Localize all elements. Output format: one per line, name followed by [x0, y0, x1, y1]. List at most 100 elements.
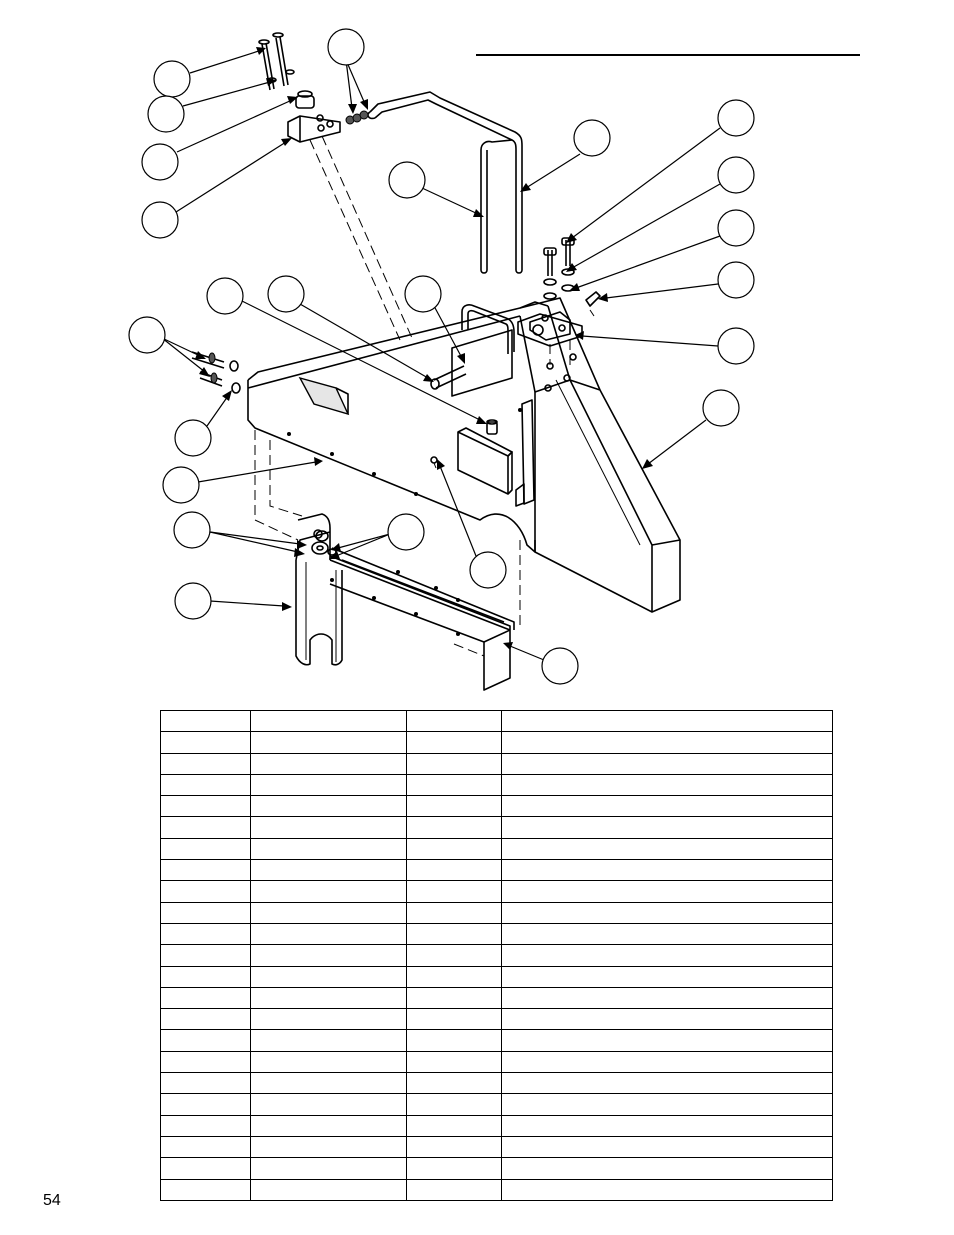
table-cell: [250, 1072, 407, 1095]
callout-bubble: [128, 316, 166, 354]
table-cell: [160, 880, 251, 903]
parts-list-table: [160, 709, 833, 1201]
table-cell: [160, 1135, 251, 1159]
table-cell: [250, 880, 407, 903]
callout-bubble: [147, 95, 185, 133]
alignment-line: [453, 643, 485, 657]
table-cell: [406, 1072, 502, 1095]
table-cell: [160, 944, 251, 967]
lower-window-plate: [457, 427, 513, 495]
table-cell: [501, 1029, 833, 1052]
table-cell: [250, 816, 407, 839]
page-number: 54: [43, 1192, 61, 1209]
table-cell: [250, 922, 407, 946]
alignment-line: [254, 430, 299, 541]
table-cell: [250, 986, 407, 1010]
table-cell: [250, 752, 407, 775]
table-cell: [406, 795, 502, 818]
main-housing: [247, 297, 681, 613]
callout-bubble: [174, 582, 212, 620]
table-cell: [406, 816, 502, 839]
table-cell: [501, 986, 833, 1010]
table-cell: [406, 1008, 502, 1031]
table-cell: [406, 1178, 502, 1201]
table-header-cell: [501, 709, 833, 733]
table-cell: [250, 773, 407, 797]
table-cell: [160, 901, 251, 924]
left-window-plate: [298, 376, 350, 416]
table-cell: [250, 1114, 407, 1137]
table-cell: [160, 816, 251, 839]
callout-bubble: [717, 327, 755, 365]
table-cell: [501, 1008, 833, 1031]
table-row: [160, 1093, 833, 1116]
table-cell: [501, 752, 833, 775]
table-cell: [501, 1072, 833, 1095]
table-header-row: [160, 709, 833, 733]
table-cell: [250, 1135, 407, 1159]
callout-bubble: [702, 389, 740, 427]
table-cell: [501, 1050, 833, 1074]
callout-bubble: [267, 275, 305, 313]
callout-bubble: [717, 99, 755, 137]
table-row: [160, 1008, 833, 1031]
lower-screw: [430, 456, 438, 469]
table-row: [160, 901, 833, 924]
table-cell: [160, 859, 251, 882]
callout-bubble: [717, 261, 755, 299]
table-row: [160, 837, 833, 861]
table-cell: [406, 880, 502, 903]
parts-list-body: [160, 709, 833, 1201]
table-cell: [250, 1093, 407, 1116]
table-row: [160, 922, 833, 946]
table-row: [160, 944, 833, 967]
table-header-cell: [406, 709, 502, 733]
small-knob: [486, 419, 498, 435]
table-row: [160, 816, 833, 839]
table-row: [160, 986, 833, 1010]
table-cell: [160, 731, 251, 754]
table-row: [160, 731, 833, 754]
table-cell: [406, 1114, 502, 1137]
table-cell: [406, 901, 502, 924]
table-cell: [501, 1157, 833, 1180]
table-cell: [406, 1093, 502, 1116]
table-row: [160, 773, 833, 797]
table-cell: [406, 837, 502, 861]
table-cell: [250, 1178, 407, 1201]
table-row: [160, 1072, 833, 1095]
table-cell: [250, 1157, 407, 1180]
table-row: [160, 1157, 833, 1180]
callout-bubble: [388, 161, 426, 199]
table-header-cell: [250, 709, 407, 733]
table-cell: [406, 1135, 502, 1159]
leader-lines: [161, 47, 721, 661]
table-cell: [250, 1029, 407, 1052]
table-cell: [250, 901, 407, 924]
table-cell: [501, 880, 833, 903]
table-cell: [501, 731, 833, 754]
callout-bubble: [141, 201, 179, 239]
table-cell: [406, 773, 502, 797]
table-cell: [160, 1178, 251, 1201]
alignment-line: [269, 440, 303, 517]
table-row: [160, 752, 833, 775]
table-cell: [160, 965, 251, 988]
table-cell: [250, 1050, 407, 1074]
callout-bubble: [573, 119, 611, 157]
alignment-line: [309, 139, 401, 341]
table-header-cell: [160, 709, 251, 733]
callout-bubble: [174, 419, 212, 457]
callout-bubble: [469, 551, 507, 589]
table-cell: [406, 859, 502, 882]
callout-bubble: [387, 513, 425, 551]
callout-bubble: [717, 209, 755, 247]
table-cell: [160, 1114, 251, 1137]
table-cell: [160, 773, 251, 797]
table-cell: [160, 752, 251, 775]
table-cell: [160, 1093, 251, 1116]
table-cell: [250, 965, 407, 988]
alignment-line: [321, 135, 413, 339]
table-cell: [406, 1157, 502, 1180]
table-cell: [250, 731, 407, 754]
